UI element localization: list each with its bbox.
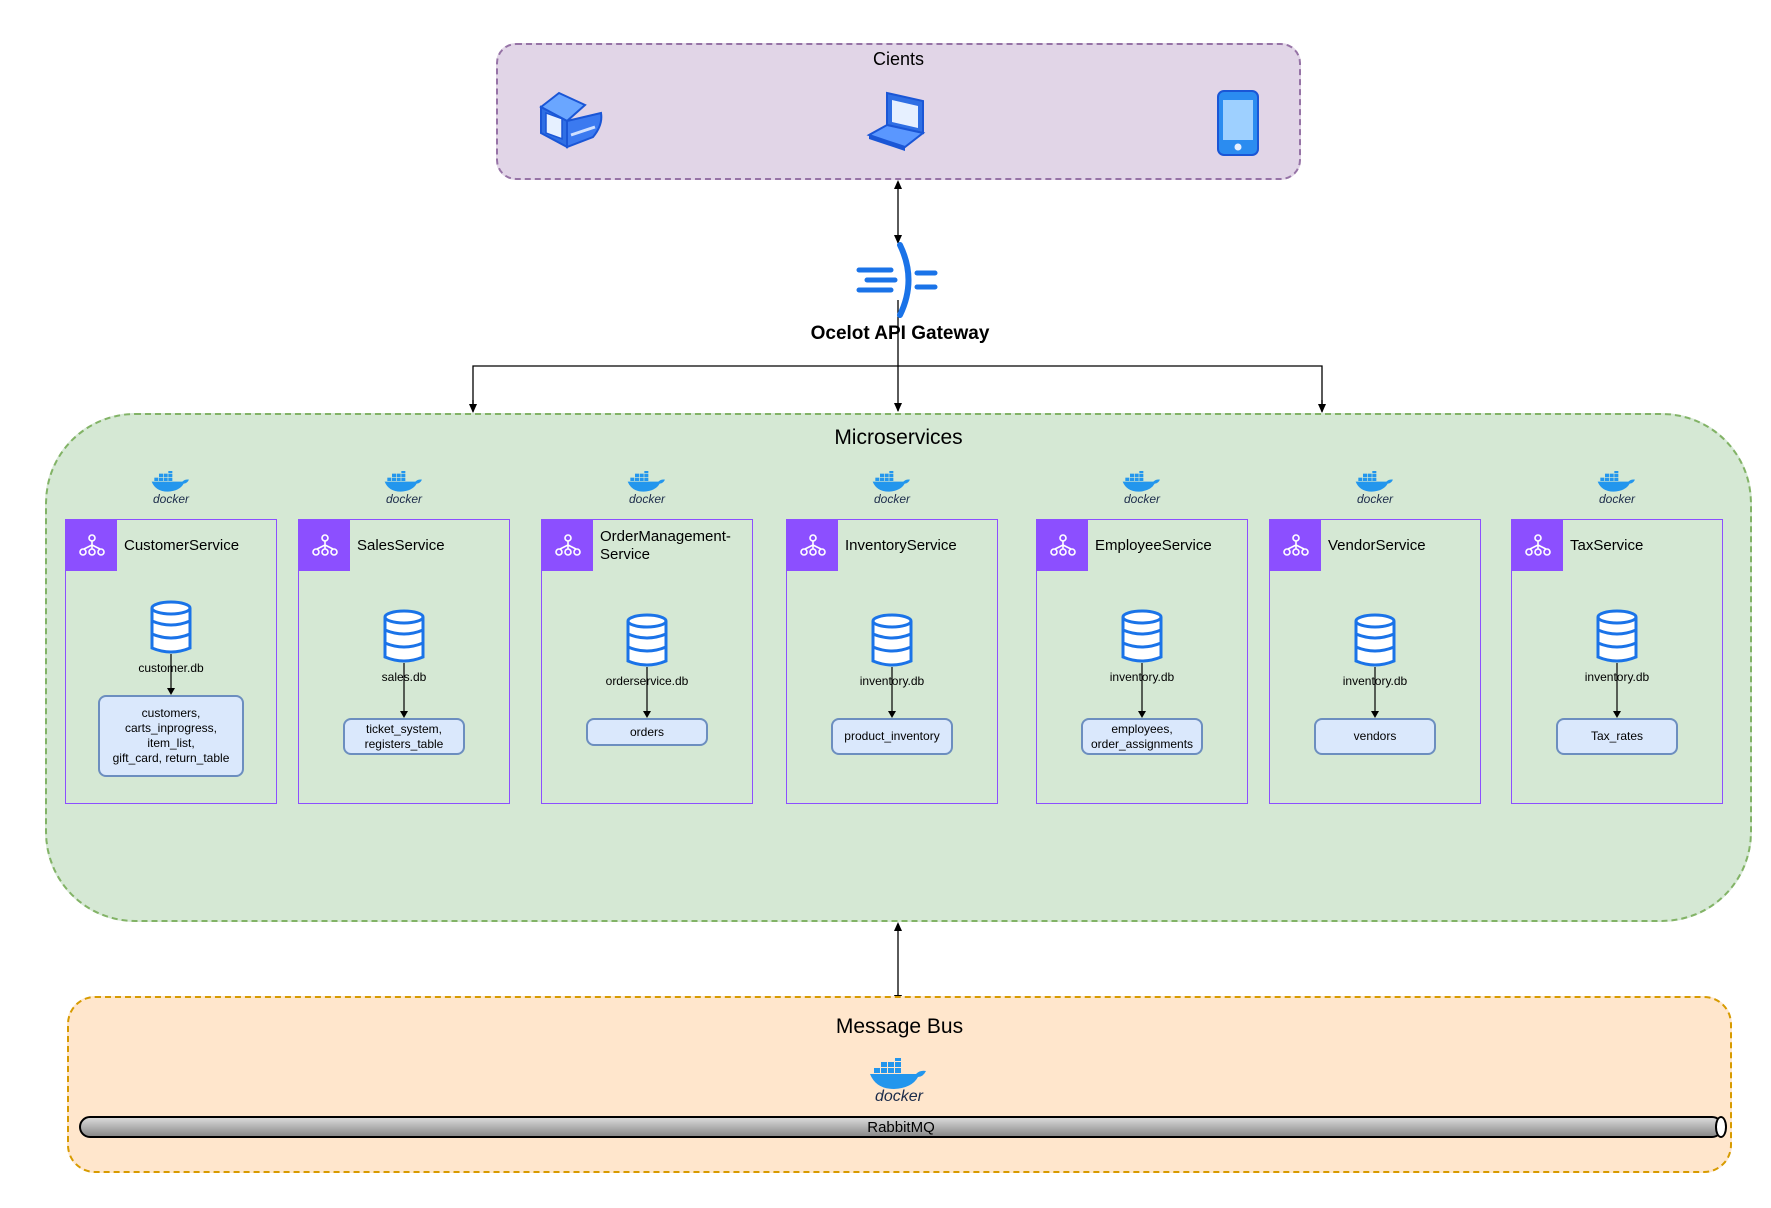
docker-logo-label: docker bbox=[873, 492, 911, 506]
service-name: InventoryService bbox=[845, 537, 957, 554]
database-icon bbox=[1596, 609, 1638, 663]
clients-group: Cients bbox=[496, 43, 1301, 180]
tables-box: employees, order_assignments bbox=[1081, 718, 1203, 755]
docker-logo-label: docker bbox=[1123, 492, 1161, 506]
docker-logo-label: docker bbox=[385, 492, 423, 506]
rabbitmq-queue-cap bbox=[1715, 1116, 1727, 1138]
db-table-connector bbox=[167, 654, 175, 695]
service-box: VendorService bbox=[1269, 519, 1481, 804]
docker-logo-icon bbox=[1597, 471, 1635, 492]
service-mesh-icon bbox=[66, 520, 117, 571]
service-mesh-icon bbox=[299, 520, 350, 571]
service-name: TaxService bbox=[1570, 537, 1644, 554]
service-mesh-icon bbox=[542, 520, 593, 571]
service-box: InventoryService bbox=[786, 519, 998, 804]
docker-logo-icon bbox=[1122, 471, 1160, 492]
mobile-phone-icon bbox=[1217, 90, 1259, 156]
tables-box: orders bbox=[586, 718, 708, 746]
tables-box: ticket_system, registers_table bbox=[343, 718, 465, 755]
db-table-connector bbox=[1613, 663, 1621, 718]
api-gateway-label: Ocelot API Gateway bbox=[810, 323, 990, 344]
db-table-connector bbox=[1371, 667, 1379, 718]
desktop-computer-icon bbox=[539, 91, 603, 149]
service-box: SalesService bbox=[298, 519, 510, 804]
docker-logo-icon bbox=[872, 471, 910, 492]
tables-box: product_inventory bbox=[831, 718, 953, 755]
service-name: CustomerService bbox=[124, 537, 240, 554]
clients-title: Cients bbox=[872, 49, 925, 69]
database-icon bbox=[150, 600, 192, 654]
database-icon bbox=[1354, 613, 1396, 667]
docker-logo-label: docker bbox=[628, 492, 666, 506]
docker-logo-icon bbox=[151, 471, 189, 492]
docker-logo-label: docker bbox=[1356, 492, 1394, 506]
service-name: SalesService bbox=[357, 537, 445, 554]
docker-logo-icon bbox=[627, 471, 665, 492]
microservices-title: Microservices bbox=[834, 426, 963, 449]
service-mesh-icon bbox=[1270, 520, 1321, 571]
service-box: OrderManagement- Service bbox=[541, 519, 753, 804]
db-table-connector bbox=[888, 667, 896, 718]
db-table-connector bbox=[1138, 663, 1146, 718]
laptop-icon bbox=[866, 91, 926, 151]
db-table-connector bbox=[643, 667, 651, 718]
service-name: OrderManagement- Service bbox=[600, 528, 731, 563]
service-box: TaxService bbox=[1511, 519, 1723, 804]
docker-logo-label: docker bbox=[1598, 492, 1636, 506]
db-table-connector bbox=[400, 663, 408, 718]
api-gateway-icon bbox=[856, 242, 938, 318]
rabbitmq-queue: RabbitMQ bbox=[79, 1116, 1723, 1138]
database-icon bbox=[1121, 609, 1163, 663]
docker-logo-icon bbox=[1355, 471, 1393, 492]
service-mesh-icon bbox=[1512, 520, 1563, 571]
database-icon bbox=[871, 613, 913, 667]
docker-logo-label: docker bbox=[152, 492, 190, 506]
message-bus-title: Message Bus bbox=[835, 1015, 964, 1038]
tables-box: vendors bbox=[1314, 718, 1436, 755]
tables-box: customers, carts_inprogress, item_list, … bbox=[98, 695, 244, 777]
service-mesh-icon bbox=[1037, 520, 1088, 571]
service-box: EmployeeService bbox=[1036, 519, 1248, 804]
service-name: VendorService bbox=[1328, 537, 1426, 554]
service-mesh-icon bbox=[787, 520, 838, 571]
database-icon bbox=[383, 609, 425, 663]
docker-logo-label: docker bbox=[874, 1088, 924, 1105]
tables-box: Tax_rates bbox=[1556, 718, 1678, 755]
docker-logo-icon bbox=[870, 1058, 926, 1089]
docker-logo-icon bbox=[384, 471, 422, 492]
service-name: EmployeeService bbox=[1095, 537, 1212, 554]
database-icon bbox=[626, 613, 668, 667]
service-box: CustomerService bbox=[65, 519, 277, 804]
microservices-group: Microservices bbox=[45, 413, 1752, 922]
